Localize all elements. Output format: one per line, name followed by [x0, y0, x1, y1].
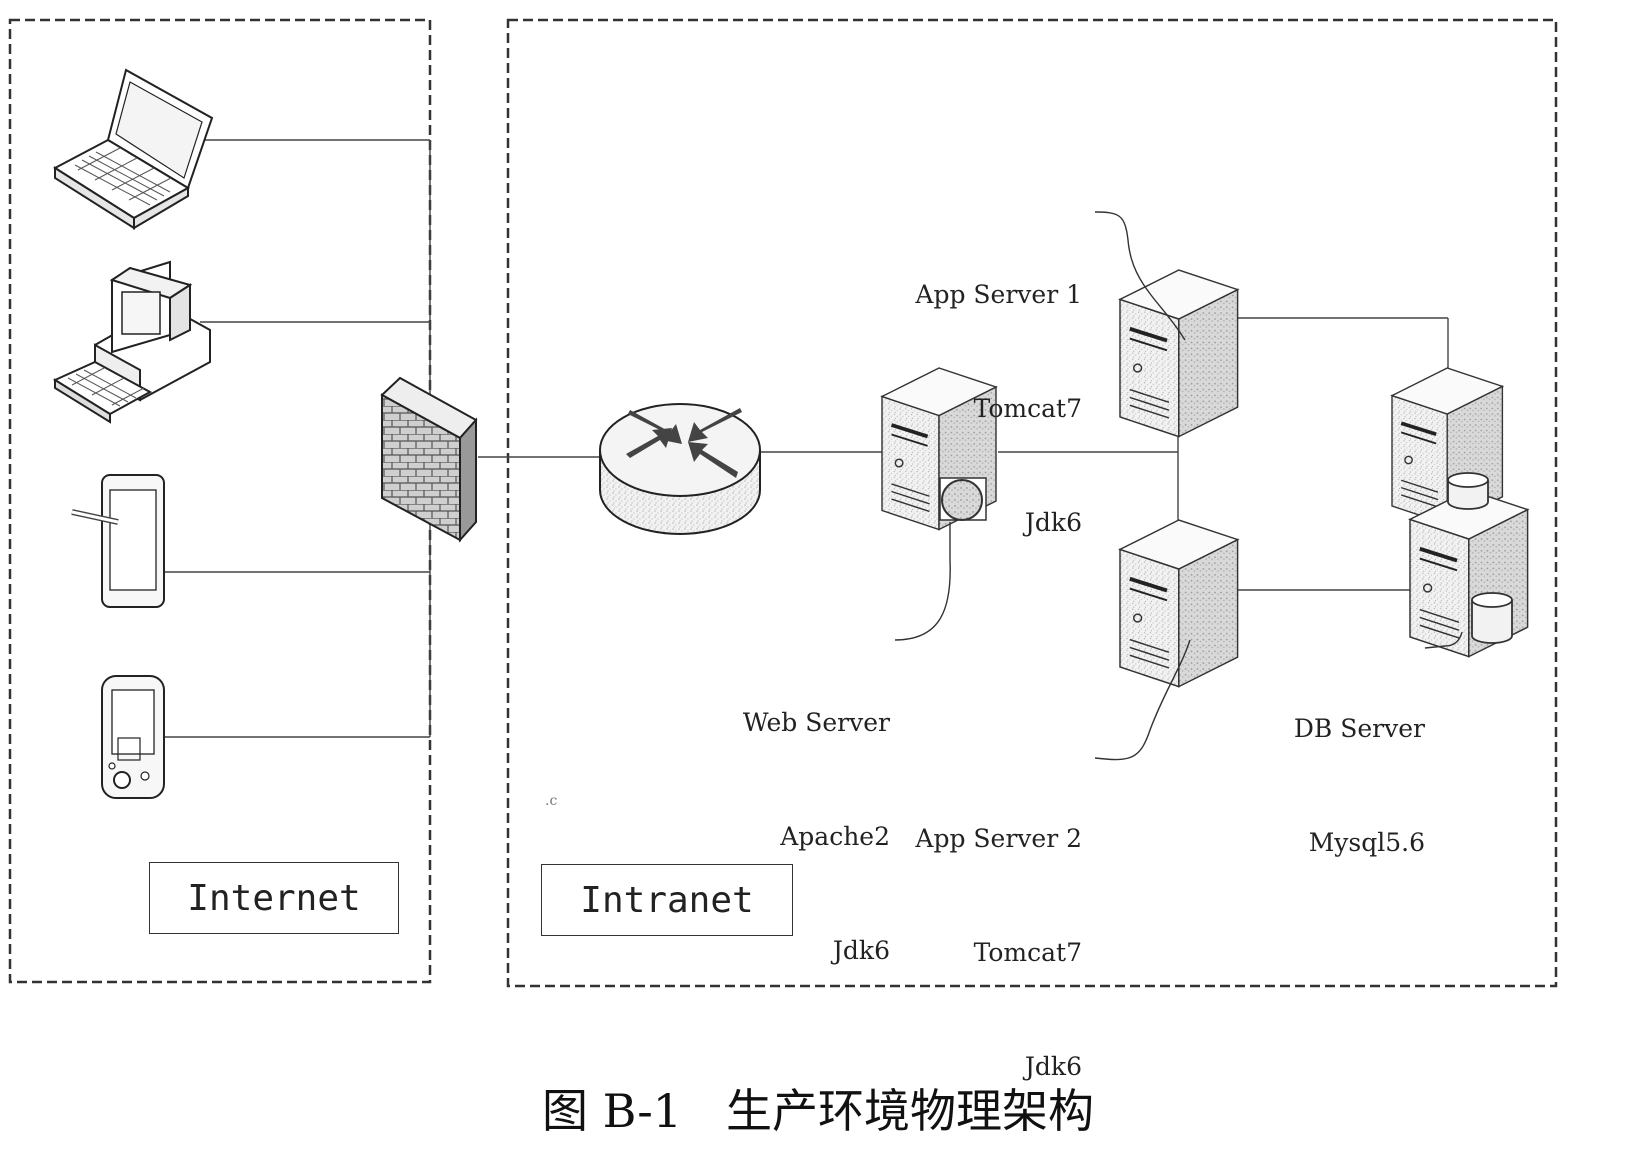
app-server-2-jdk: Jdk6	[1024, 1052, 1082, 1081]
app-server-2-icon	[1118, 518, 1240, 689]
web-server-jdk: Jdk6	[832, 936, 890, 965]
app-server-2-container: Tomcat7	[973, 938, 1082, 967]
db-server-label: DB Server Mysql5.6	[1280, 634, 1425, 900]
app-server-2-label: App Server 2 Tomcat7 Jdk6	[880, 744, 1082, 1124]
db-server-software: Mysql5.6	[1308, 828, 1425, 857]
stray-mark: .c	[545, 793, 557, 809]
web-server-software: Apache2	[780, 822, 890, 851]
router-icon	[599, 403, 761, 535]
firewall-icon	[380, 376, 478, 543]
internet-zone-label: Internet	[149, 862, 399, 934]
laptop-icon	[53, 68, 214, 230]
app-server-2-name: App Server 2	[915, 824, 1082, 853]
tablet-icon	[71, 474, 165, 608]
intranet-zone-label: Intranet	[541, 864, 793, 936]
web-server-name: Web Server	[742, 708, 890, 737]
app-server-1-container: Tomcat7	[973, 394, 1082, 423]
app-server-1-jdk: Jdk6	[1024, 508, 1082, 537]
app-server-1-name: App Server 1	[915, 280, 1082, 309]
db-server-name: DB Server	[1293, 714, 1425, 743]
web-server-label: Web Server Apache2 Jdk6	[690, 628, 890, 1008]
database-icon	[1447, 472, 1513, 644]
figure-number: 图 B-1	[541, 1084, 683, 1138]
globe-icon	[939, 477, 987, 521]
app-server-1-icon	[1118, 268, 1240, 439]
callout-leaders	[894, 211, 1463, 761]
app-server-1-label: App Server 1 Tomcat7 Jdk6	[880, 200, 1082, 580]
figure-title: 生产环境物理架构	[726, 1084, 1095, 1138]
intranet-zone-border	[506, 18, 1558, 988]
figure-caption: 图 B-1 生产环境物理架构	[0, 1075, 1636, 1141]
pda-icon	[101, 675, 165, 799]
desktop-computer-icon	[52, 260, 211, 424]
